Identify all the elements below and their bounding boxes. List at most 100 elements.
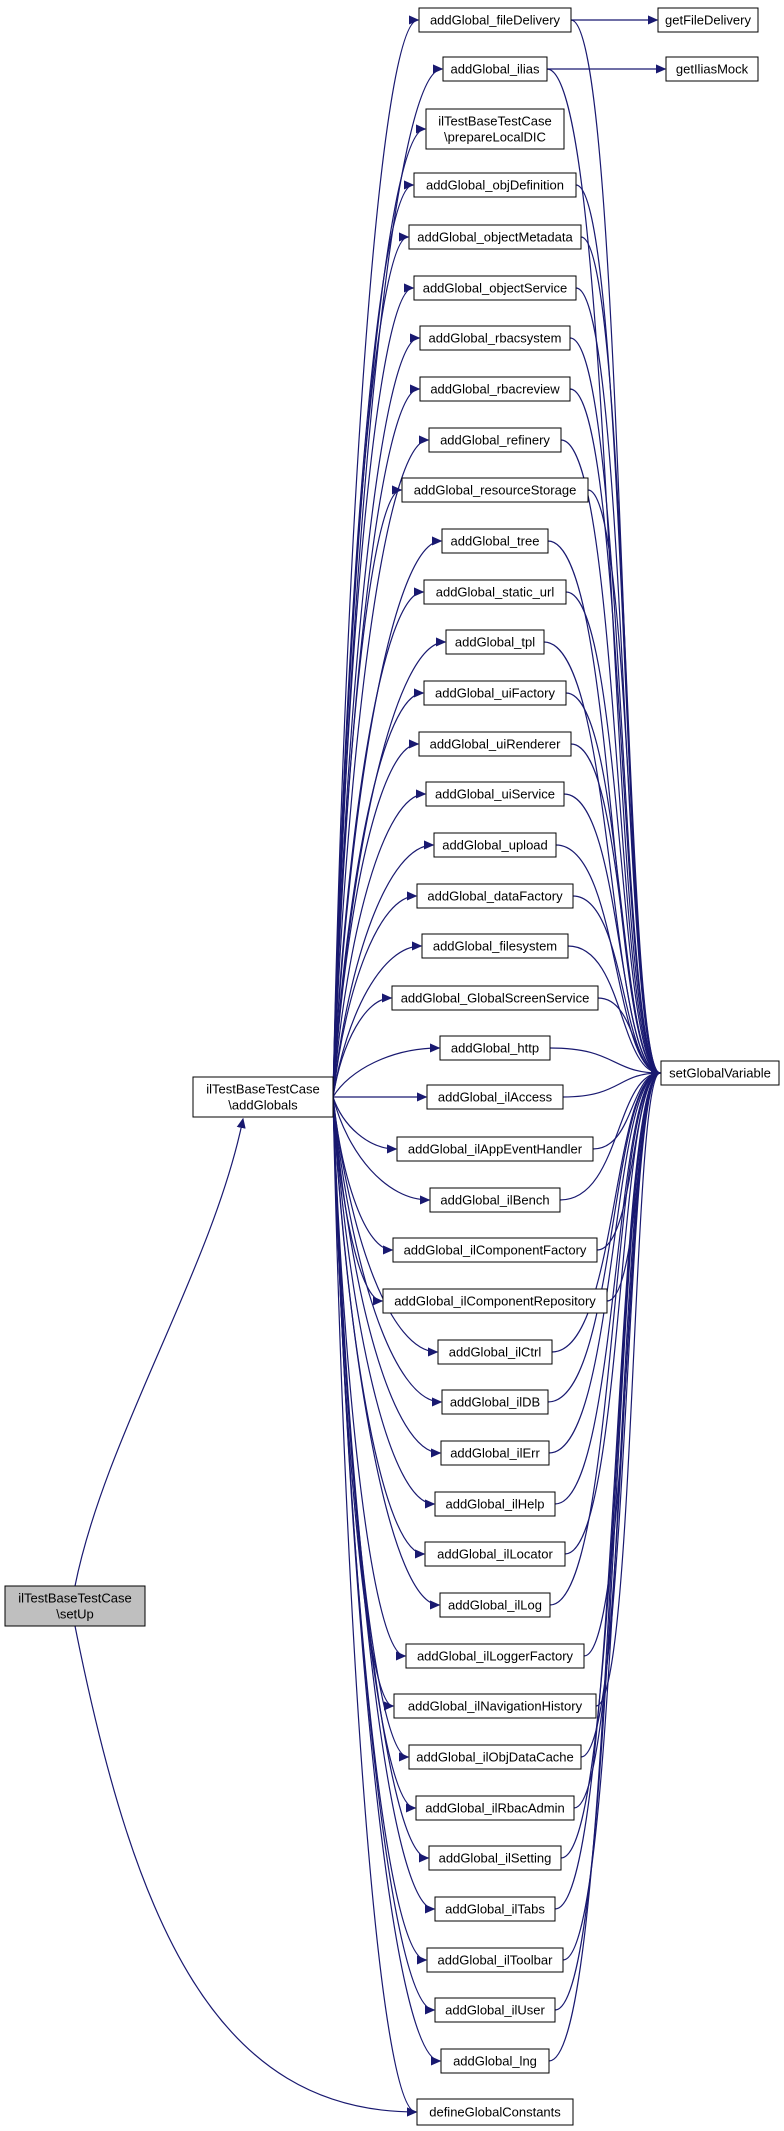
node-add-global-upload[interactable]: addGlobal_upload xyxy=(433,832,557,858)
node-add-global-il-setting[interactable]: addGlobal_ilSetting xyxy=(428,1845,562,1871)
node-box[interactable] xyxy=(445,629,545,655)
edge-add-globals-to-add-global-data-factory xyxy=(332,896,416,1098)
node-box[interactable] xyxy=(4,1585,146,1627)
node-box[interactable] xyxy=(434,1896,556,1922)
edge-add-global-il-setting-to-set-global-variable xyxy=(560,1073,660,1859)
node-box[interactable] xyxy=(418,731,572,757)
node-prepare-local-dic[interactable]: ilTestBaseTestCase\prepareLocalDIC xyxy=(425,108,565,150)
node-add-global-il-app-event-handler[interactable]: addGlobal_ilAppEventHandler xyxy=(396,1136,594,1162)
node-box[interactable] xyxy=(657,7,759,33)
node-add-global-il-access[interactable]: addGlobal_ilAccess xyxy=(426,1084,564,1110)
node-add-global-il-user[interactable]: addGlobal_ilUser xyxy=(434,1997,556,2023)
node-box[interactable] xyxy=(392,1237,598,1263)
node-box[interactable] xyxy=(192,1076,334,1118)
node-box[interactable] xyxy=(413,275,577,301)
node-box[interactable] xyxy=(426,1947,564,1973)
node-add-global-rbacsystem[interactable]: addGlobal_rbacsystem xyxy=(419,325,571,351)
node-box[interactable] xyxy=(665,56,759,82)
node-add-global-lng[interactable]: addGlobal_lng xyxy=(440,2048,550,2074)
node-add-global-ui-renderer[interactable]: addGlobal_uiRenderer xyxy=(418,731,572,757)
edge-add-global-il-log-to-set-global-variable xyxy=(549,1073,660,1606)
node-add-global-object-service[interactable]: addGlobal_objectService xyxy=(413,275,577,301)
node-get-file-delivery[interactable]: getFileDelivery xyxy=(657,7,759,33)
node-box[interactable] xyxy=(405,1643,585,1669)
node-add-global-tree[interactable]: addGlobal_tree xyxy=(441,528,549,554)
node-box[interactable] xyxy=(408,1744,582,1770)
node-box[interactable] xyxy=(419,325,571,351)
node-box[interactable] xyxy=(382,1288,608,1314)
node-add-global-ui-factory[interactable]: addGlobal_uiFactory xyxy=(423,680,567,706)
node-add-global-ui-service[interactable]: addGlobal_uiService xyxy=(425,781,565,807)
node-add-global-il-navigation-history[interactable]: addGlobal_ilNavigationHistory xyxy=(393,1693,597,1719)
node-add-global-il-component-repository[interactable]: addGlobal_ilComponentRepository xyxy=(382,1288,608,1314)
node-label: defineGlobalConstants xyxy=(429,2105,561,2120)
node-box[interactable] xyxy=(415,1795,575,1821)
node-add-global-resource-storage[interactable]: addGlobal_resourceStorage xyxy=(401,477,589,503)
node-box[interactable] xyxy=(428,1845,562,1871)
node-box[interactable] xyxy=(424,1541,566,1567)
node-box[interactable] xyxy=(426,1084,564,1110)
node-add-global-ilias[interactable]: addGlobal_ilias xyxy=(442,56,548,82)
node-add-global-il-err[interactable]: addGlobal_ilErr xyxy=(440,1440,550,1466)
node-box[interactable] xyxy=(416,883,574,909)
node-add-global-obj-definition[interactable]: addGlobal_objDefinition xyxy=(413,172,577,198)
node-add-global-il-logger-factory[interactable]: addGlobal_ilLoggerFactory xyxy=(405,1643,585,1669)
node-add-global-il-tabs[interactable]: addGlobal_ilTabs xyxy=(434,1896,556,1922)
node-add-global-il-db[interactable]: addGlobal_ilDB xyxy=(441,1389,549,1415)
node-add-global-object-metadata[interactable]: addGlobal_objectMetadata xyxy=(408,224,582,250)
node-box[interactable] xyxy=(442,56,548,82)
node-box[interactable] xyxy=(421,933,569,959)
node-box[interactable] xyxy=(439,1035,551,1061)
node-add-global-http[interactable]: addGlobal_http xyxy=(439,1035,551,1061)
node-add-global-il-log[interactable]: addGlobal_ilLog xyxy=(439,1592,551,1618)
node-box[interactable] xyxy=(440,1440,550,1466)
node-get-ilias-mock[interactable]: getIliasMock xyxy=(665,56,759,82)
node-box[interactable] xyxy=(439,1592,551,1618)
node-add-global-il-help[interactable]: addGlobal_ilHelp xyxy=(434,1491,556,1517)
node-set-global-variable[interactable]: setGlobalVariable xyxy=(660,1060,780,1086)
node-add-global-global-screen-service[interactable]: addGlobal_GlobalScreenService xyxy=(391,985,599,1011)
node-box[interactable] xyxy=(396,1136,594,1162)
node-add-global-il-component-factory[interactable]: addGlobal_ilComponentFactory xyxy=(392,1237,598,1263)
node-box[interactable] xyxy=(391,985,599,1011)
node-add-global-filesystem[interactable]: addGlobal_filesystem xyxy=(421,933,569,959)
node-box[interactable] xyxy=(429,1187,561,1213)
node-box[interactable] xyxy=(441,1389,549,1415)
node-set-up[interactable]: ilTestBaseTestCase\setUp xyxy=(4,1585,146,1627)
node-box[interactable] xyxy=(419,376,571,402)
node-add-global-il-ctrl[interactable]: addGlobal_ilCtrl xyxy=(437,1339,553,1365)
node-box[interactable] xyxy=(416,2098,574,2126)
node-box[interactable] xyxy=(433,832,557,858)
node-box[interactable] xyxy=(408,224,582,250)
edge-add-global-resource-storage-to-set-global-variable xyxy=(587,489,660,1073)
node-add-global-refinery[interactable]: addGlobal_refinery xyxy=(428,427,562,453)
node-box[interactable] xyxy=(413,172,577,198)
node-box[interactable] xyxy=(434,1997,556,2023)
node-box[interactable] xyxy=(401,477,589,503)
node-box[interactable] xyxy=(393,1693,597,1719)
node-box[interactable] xyxy=(425,781,565,807)
node-add-globals[interactable]: ilTestBaseTestCase\addGlobals xyxy=(192,1076,334,1118)
node-add-global-tpl[interactable]: addGlobal_tpl xyxy=(445,629,545,655)
node-box[interactable] xyxy=(440,2048,550,2074)
node-box[interactable] xyxy=(423,579,567,605)
node-add-global-file-delivery[interactable]: addGlobal_fileDelivery xyxy=(418,7,572,33)
node-add-global-il-obj-data-cache[interactable]: addGlobal_ilObjDataCache xyxy=(408,1744,582,1770)
node-box[interactable] xyxy=(428,427,562,453)
node-box[interactable] xyxy=(418,7,572,33)
node-box[interactable] xyxy=(425,108,565,150)
node-add-global-data-factory[interactable]: addGlobal_dataFactory xyxy=(416,883,574,909)
node-box[interactable] xyxy=(441,528,549,554)
node-add-global-static-url[interactable]: addGlobal_static_url xyxy=(423,579,567,605)
node-add-global-il-bench[interactable]: addGlobal_ilBench xyxy=(429,1187,561,1213)
node-label: addGlobal_objDefinition xyxy=(426,178,564,193)
node-box[interactable] xyxy=(660,1060,780,1086)
node-add-global-il-locator[interactable]: addGlobal_ilLocator xyxy=(424,1541,566,1567)
node-add-global-il-toolbar[interactable]: addGlobal_ilToolbar xyxy=(426,1947,564,1973)
node-box[interactable] xyxy=(423,680,567,706)
node-define-global-constants[interactable]: defineGlobalConstants xyxy=(416,2098,574,2126)
node-box[interactable] xyxy=(434,1491,556,1517)
node-box[interactable] xyxy=(437,1339,553,1365)
node-add-global-il-rbac-admin[interactable]: addGlobal_ilRbacAdmin xyxy=(415,1795,575,1821)
node-add-global-rbacreview[interactable]: addGlobal_rbacreview xyxy=(419,376,571,402)
